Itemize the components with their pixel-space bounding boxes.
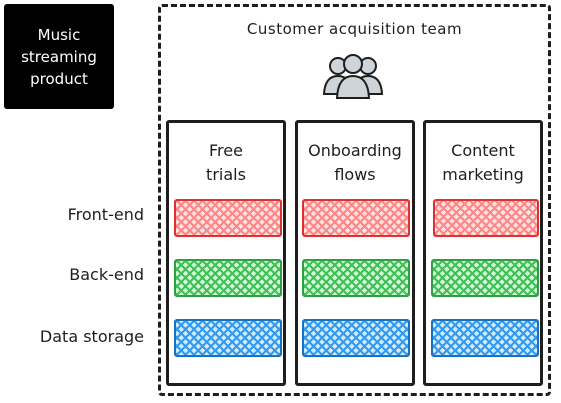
product-label-line-3: product (30, 69, 88, 88)
column-title-line: trials (206, 165, 246, 184)
front-end-bar (433, 199, 539, 237)
column-title-line: marketing (442, 165, 524, 184)
column-title-line: Free (209, 141, 243, 160)
column-title-free-trials: Free trials (166, 139, 286, 187)
layer-label-data-storage: Data storage (39, 327, 144, 346)
column-onboarding-flows (295, 120, 415, 386)
column-title-line: Content (451, 141, 515, 160)
front-end-bar (302, 199, 410, 237)
team-title: Customer acquisition team (246, 20, 463, 38)
column-title-line: Onboarding (308, 141, 402, 160)
users-group-icon (322, 54, 384, 99)
back-end-bar (174, 259, 282, 297)
product-box: Music streaming product (4, 4, 114, 109)
data-storage-bar (431, 319, 539, 357)
team-boundary (158, 4, 551, 396)
data-storage-bar (174, 319, 282, 357)
column-content-marketing (423, 120, 543, 386)
layer-label-back-end: Back-end (69, 265, 144, 284)
data-storage-bar (302, 319, 410, 357)
layer-label-front-end: Front-end (67, 205, 144, 224)
product-label-line-2: streaming (21, 47, 97, 66)
column-free-trials (166, 120, 286, 386)
front-end-bar (174, 199, 282, 237)
back-end-bar (302, 259, 410, 297)
product-label-line-1: Music (37, 25, 81, 44)
column-title-content-marketing: Content marketing (423, 139, 543, 187)
back-end-bar (431, 259, 539, 297)
column-title-line: flows (334, 165, 376, 184)
column-title-onboarding-flows: Onboarding flows (295, 139, 415, 187)
